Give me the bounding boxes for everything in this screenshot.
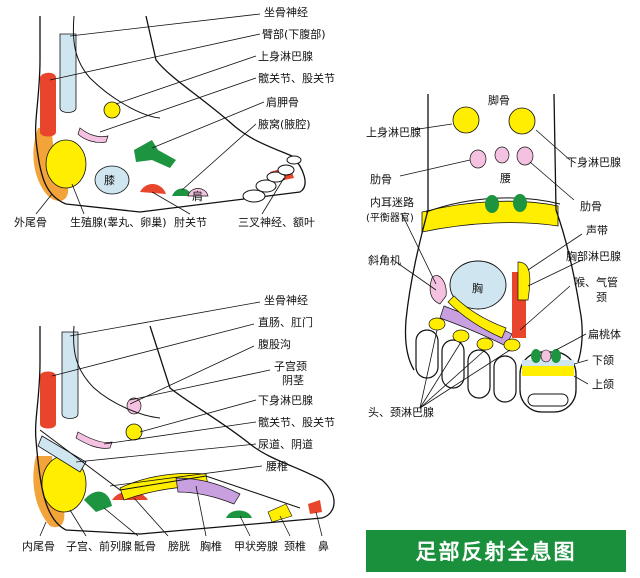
ankle-line-tl bbox=[72, 15, 161, 119]
bl-label-nose: 鼻 bbox=[318, 539, 329, 553]
r-label-chest-lymph: 胸部淋巴腺 bbox=[566, 249, 621, 263]
zone-toe-dot-3 bbox=[476, 337, 494, 351]
zone-tonsil-l bbox=[531, 349, 541, 363]
zone-rib-right bbox=[516, 146, 534, 166]
bl-label-inner-coccyx: 内尾骨 bbox=[22, 539, 55, 553]
tl-label-elbow: 肘关节 bbox=[174, 215, 207, 229]
bl-label-penis: 阴茎 bbox=[282, 374, 304, 387]
zone-throat-pink bbox=[540, 349, 552, 363]
r-label-vocal: 声带 bbox=[586, 223, 608, 237]
bl-label-groin: 腹股沟 bbox=[258, 337, 291, 351]
zone-pink-1 bbox=[75, 431, 113, 449]
bl-label-sacrum: 骶骨 bbox=[134, 540, 156, 553]
r-label-upper-jaw: 上颌 bbox=[592, 377, 614, 391]
r-label-inner-ear: 内耳迷路 bbox=[370, 195, 414, 209]
bl-label-sciatic: 坐骨神经 bbox=[264, 293, 308, 307]
tl-label-trigeminal: 三叉神经、额叶 bbox=[238, 215, 315, 229]
bl-label-uterus: 子宫、前列腺 bbox=[66, 539, 132, 553]
foot-outline-right bbox=[404, 94, 429, 371]
zone-shoulder bbox=[187, 188, 209, 197]
foot-outline-right-2 bbox=[553, 93, 583, 363]
zone-inner-ear-yellow bbox=[447, 295, 507, 339]
zone-armpit bbox=[172, 188, 192, 196]
bl-label-cervical: 颈椎 bbox=[284, 539, 306, 553]
r-label-lower-lymph: 下身淋巴腺 bbox=[566, 155, 621, 169]
bl-label-bladder: 膀胱 bbox=[168, 539, 190, 553]
bl-label-lower-lymph: 下身淋巴腺 bbox=[258, 393, 313, 407]
foot-right: 腰 胸 脚骨 上身淋巴腺 肋骨 内耳迷路 (平衡器官) 斜角机 下身淋巴腺 肋骨… bbox=[366, 93, 621, 419]
r-label-lower-jaw: 下颌 bbox=[592, 353, 614, 367]
zone-spine-lavender bbox=[175, 477, 241, 505]
inner-label-knee: 膝 bbox=[104, 174, 115, 187]
bl-label-hip: 髋关节、股关节 bbox=[258, 415, 335, 429]
zone-chest bbox=[449, 260, 507, 310]
zone-gonad bbox=[45, 139, 87, 189]
r-label-neck: 颈 bbox=[596, 291, 607, 304]
zone-toe-dot-2 bbox=[452, 329, 470, 343]
r-label-rib-left: 肋骨 bbox=[370, 172, 392, 186]
zone-toe-dot-1 bbox=[428, 317, 446, 331]
bl-label-parathyroid: 甲状旁腺 bbox=[234, 539, 278, 553]
zone-upper-lymph bbox=[103, 101, 121, 119]
zone-spine-line bbox=[39, 429, 301, 509]
r-label-upper-lymph: 上身淋巴腺 bbox=[366, 125, 421, 139]
r-label-foot-bone: 脚骨 bbox=[488, 93, 510, 107]
bl-label-thoracic: 胸椎 bbox=[200, 539, 222, 553]
inner-label-shoulder: 肩 bbox=[192, 189, 203, 203]
zone-rib-left-2 bbox=[494, 146, 510, 164]
foot-bottom-left: 坐骨神经 直肠、肛门 腹股沟 子宫颈 阴茎 下身淋巴腺 髋关节、股关节 尿道、阴… bbox=[22, 293, 335, 553]
zone-rib-left bbox=[469, 149, 487, 169]
bl-label-urethra: 尿道、阴道 bbox=[258, 437, 313, 451]
zone-elbow bbox=[140, 183, 166, 194]
tl-label-gonad: 生殖腺(睾丸、卵巢) bbox=[70, 215, 167, 229]
zone-scalene bbox=[429, 275, 447, 305]
zone-vocal bbox=[517, 261, 531, 301]
zone-lower-lymph-b bbox=[125, 423, 143, 441]
tl-label-upper-lymph: 上身淋巴腺 bbox=[258, 49, 313, 63]
zone-knee bbox=[94, 165, 130, 195]
r-label-rib-right: 肋骨 bbox=[580, 199, 602, 213]
zone-nose bbox=[308, 500, 322, 514]
zone-scapula bbox=[134, 140, 176, 168]
foot-outline-tl bbox=[34, 15, 306, 213]
r-label-tonsil: 扁桃体 bbox=[588, 327, 621, 341]
tl-label-hip: 髋关节、股关节 bbox=[258, 71, 335, 85]
zone-sciatic-left bbox=[40, 72, 56, 137]
zone-waist-r bbox=[513, 194, 527, 212]
zone-cervical bbox=[267, 503, 293, 523]
inner-label-waist: 腰 bbox=[500, 172, 511, 185]
r-label-head-neck-lymph: 头、颈淋巴腺 bbox=[368, 405, 434, 419]
toes-tl bbox=[242, 155, 302, 203]
bl-label-cervix: 子宫颈 bbox=[274, 359, 307, 373]
foot-top-left: 膝 肩 坐骨神经 臂部(下腹部) 上身淋巴腺 髋关节、股关节 肩胛骨 腋窝(腋腔… bbox=[14, 5, 335, 229]
tl-label-outer-coccyx: 外尾骨 bbox=[14, 216, 47, 229]
zone-parathyroid bbox=[226, 510, 252, 518]
bl-label-lumbar: 腰椎 bbox=[266, 459, 288, 473]
tl-label-buttock: 臂部(下腹部) bbox=[262, 27, 326, 41]
zone-jaw-band bbox=[522, 360, 574, 366]
zone-neck-band bbox=[522, 366, 574, 376]
tl-label-scapula: 肩胛骨 bbox=[266, 95, 299, 109]
zone-foot-bone-r bbox=[452, 106, 480, 134]
tl-label-armpit: 腋窝(腋腔) bbox=[258, 117, 311, 131]
r-label-scalene: 斜角机 bbox=[368, 253, 401, 267]
page-title: 足部反射全息图 bbox=[415, 540, 577, 564]
zone-sacrum-green bbox=[84, 491, 112, 512]
zone-lower-lymph-r bbox=[508, 107, 536, 135]
zone-leg-blue-b bbox=[61, 331, 79, 419]
tl-label-sciatic: 坐骨神经 bbox=[264, 5, 308, 19]
r-label-throat: 喉、气管 bbox=[574, 275, 618, 289]
foot-outline-bl bbox=[34, 325, 335, 535]
zone-tonsil-r bbox=[551, 349, 561, 363]
bl-label-rectum: 直肠、肛门 bbox=[258, 315, 313, 329]
zone-rectum bbox=[40, 371, 56, 429]
ankle-line-bl bbox=[73, 325, 161, 419]
zone-toe-dot-4 bbox=[503, 338, 521, 352]
zone-waist-l bbox=[485, 195, 499, 213]
r-label-balance: (平衡器官) bbox=[366, 211, 414, 224]
inner-label-chest: 胸 bbox=[472, 281, 483, 295]
zone-leg-blue bbox=[59, 33, 77, 113]
zone-hip-pink bbox=[77, 127, 109, 143]
title-banner: 足部反射全息图 bbox=[366, 530, 626, 572]
